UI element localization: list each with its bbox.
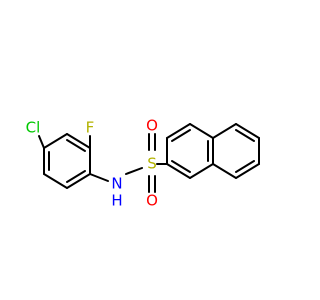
naphthalene-ring-a <box>166 123 214 179</box>
bond-naph-a-double-a <box>171 129 191 142</box>
chlorofluorophenyl-ring <box>43 133 91 189</box>
bond-ring1-5 <box>43 173 68 189</box>
molecule-svg: Cl F N H S O O <box>26 117 260 210</box>
bond-ring1-double-a <box>66 139 86 152</box>
bond-naph-b-double-a <box>235 129 255 142</box>
bond-c-cl <box>38 135 45 149</box>
bond-naph-b-4 <box>235 163 260 179</box>
molecule-structure-diagram: Cl F N H S O O <box>26 117 260 210</box>
bond-naph-a-3 <box>189 123 214 139</box>
bond-ring1-4 <box>66 173 91 189</box>
bond-c-n <box>89 173 109 182</box>
atom-chlorine: Cl <box>26 119 41 137</box>
bond-naph-b-1 <box>212 123 237 139</box>
bond-ring1-double-b <box>66 170 86 183</box>
naphthalene-ring-b <box>212 123 260 179</box>
atom-oxygen-bottom: O <box>146 192 158 210</box>
atom-hydrogen: H <box>111 192 122 210</box>
bond-ring1-1 <box>43 133 68 149</box>
bond-ring1-2 <box>66 133 91 149</box>
bond-naph-a-5 <box>189 163 214 179</box>
bond-naph-a-2 <box>166 123 191 139</box>
bond-naph-b-double-b <box>235 160 255 173</box>
bond-naph-b-2 <box>235 123 260 139</box>
atom-fluorine: F <box>86 119 95 137</box>
atom-nitrogen: N <box>111 175 122 193</box>
bond-n-s <box>125 167 143 175</box>
bond-naph-b-5 <box>212 163 237 179</box>
bond-naph-a-double-c <box>171 160 191 173</box>
bond-naph-a-6 <box>166 163 191 179</box>
atom-sulfur: S <box>147 155 157 173</box>
atom-oxygen-top: O <box>146 117 158 135</box>
